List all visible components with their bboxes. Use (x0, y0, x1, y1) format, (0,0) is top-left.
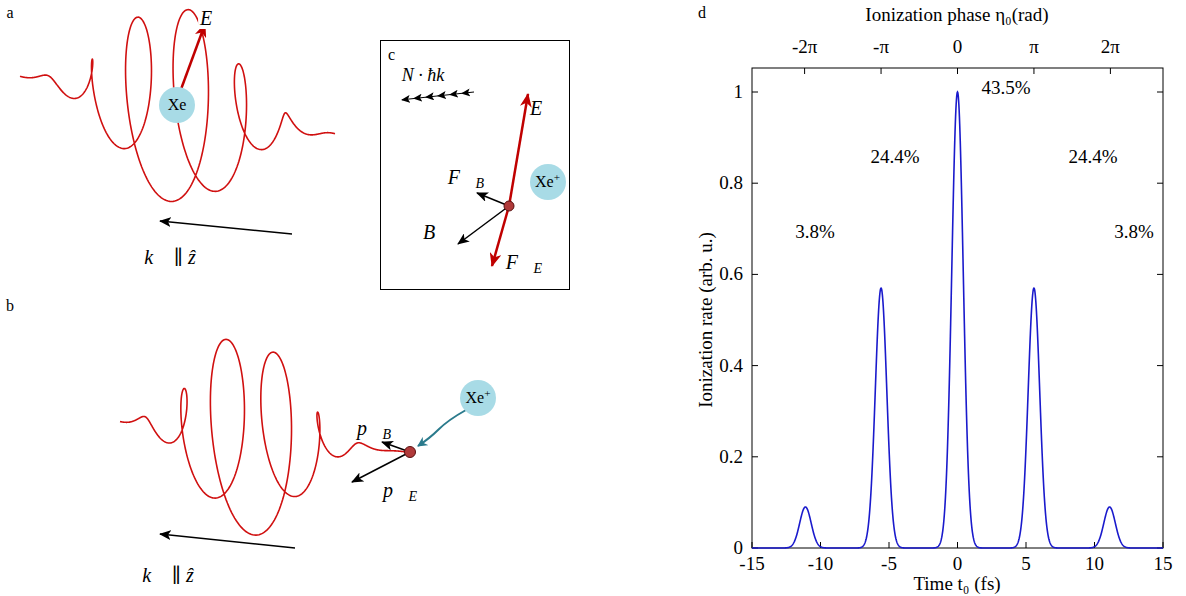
axis-tick (957, 68, 958, 74)
axis-text: -π (873, 37, 889, 58)
rate-curve (752, 92, 1163, 548)
figure-label: F⃗B (448, 166, 484, 188)
axis-tick (1110, 68, 1111, 74)
axis-tick (752, 456, 758, 457)
figure-label: a (6, 4, 13, 22)
field-vector (180, 24, 205, 92)
figure-label: B⃗ (423, 221, 451, 243)
axis-tick (752, 365, 758, 366)
node-label: Xe (168, 97, 187, 113)
momentum-e (352, 452, 410, 482)
plot-frame (752, 68, 1163, 548)
axis-text: π (1029, 37, 1039, 58)
ion: Xe+ (530, 164, 566, 200)
axis-tick (752, 183, 758, 184)
axis-text: 24.4% (870, 147, 919, 168)
axis-text: 0.4 (719, 355, 743, 376)
figure-label: E⃗ (530, 97, 558, 119)
axis-text: 0 (953, 37, 963, 58)
ionization-chart (752, 68, 1163, 548)
axis-text: 5 (1021, 554, 1031, 575)
axis-tick (752, 274, 758, 275)
axis-text: 0.6 (719, 264, 743, 285)
axis-text: -10 (808, 554, 833, 575)
photon-momenta (402, 92, 474, 100)
figure-label: F⃗E (506, 251, 542, 273)
axis-text: 3.8% (795, 222, 835, 243)
figure-label: p⃗E (383, 479, 417, 501)
axis-text: 2π (1101, 37, 1120, 58)
panel-c-arrows (402, 92, 528, 266)
node-label: Xe+ (535, 174, 560, 190)
panel-a-arrows (160, 24, 292, 234)
axis-text: 10 (1085, 554, 1104, 575)
axis-tick (1026, 542, 1027, 548)
axis-tick (889, 542, 890, 548)
figure-label: E⃗ (198, 7, 230, 29)
electron (405, 447, 416, 458)
figure-label: N · ħk⃗ (402, 66, 459, 86)
figure-label: d (698, 4, 706, 22)
wave-vector (160, 221, 292, 234)
axis-tick (1157, 274, 1163, 275)
node-label: Xe+ (466, 390, 491, 406)
axis-tick (804, 68, 805, 74)
wave-vector (160, 534, 295, 548)
axis-tick (881, 68, 882, 74)
axis-text: 0.8 (719, 173, 743, 194)
axis-tick (1157, 92, 1163, 93)
ion: Xe+ (460, 380, 496, 416)
figure-label: b (6, 297, 14, 315)
figure-label: Ionization phase η₀(rad) (865, 5, 1048, 26)
axis-text: 0.2 (719, 446, 743, 467)
helix (20, 10, 335, 202)
field-vector (509, 94, 528, 206)
electron-path (418, 410, 466, 446)
figure-label: p⃗B (357, 417, 391, 439)
helix (120, 339, 405, 535)
axis-tick (1157, 456, 1163, 457)
axis-text: 0 (953, 554, 963, 575)
node-label: c (388, 47, 395, 63)
axis-tick (752, 542, 753, 548)
laser-pulse (20, 10, 405, 536)
figure-label: k⃗ ∥ ẑ (142, 564, 193, 586)
axis-text: Ionization rate (arb. u.) (696, 232, 717, 408)
axis-tick (1163, 542, 1164, 548)
axis-text: 3.8% (1114, 222, 1154, 243)
axis-text: 24.4% (1068, 147, 1117, 168)
axis-text: Time t₀ (fs) (913, 574, 1000, 595)
axis-tick (1157, 365, 1163, 366)
axis-text: -5 (881, 554, 897, 575)
axis-text: 1 (734, 82, 744, 103)
axis-text: 15 (1154, 554, 1173, 575)
electron (504, 201, 514, 211)
axis-tick (1157, 183, 1163, 184)
axis-text: -15 (739, 554, 764, 575)
axis-tick (957, 542, 958, 548)
magnetic-field (458, 206, 509, 244)
axis-text: -2π (792, 37, 817, 58)
panel-b-arrows (160, 410, 466, 548)
axis-tick (752, 92, 758, 93)
axis-text: 43.5% (981, 78, 1030, 99)
axis-tick (1033, 68, 1034, 74)
atom: Xe (159, 87, 195, 123)
figure-label: k⃗ ∥ ẑ (144, 246, 195, 268)
